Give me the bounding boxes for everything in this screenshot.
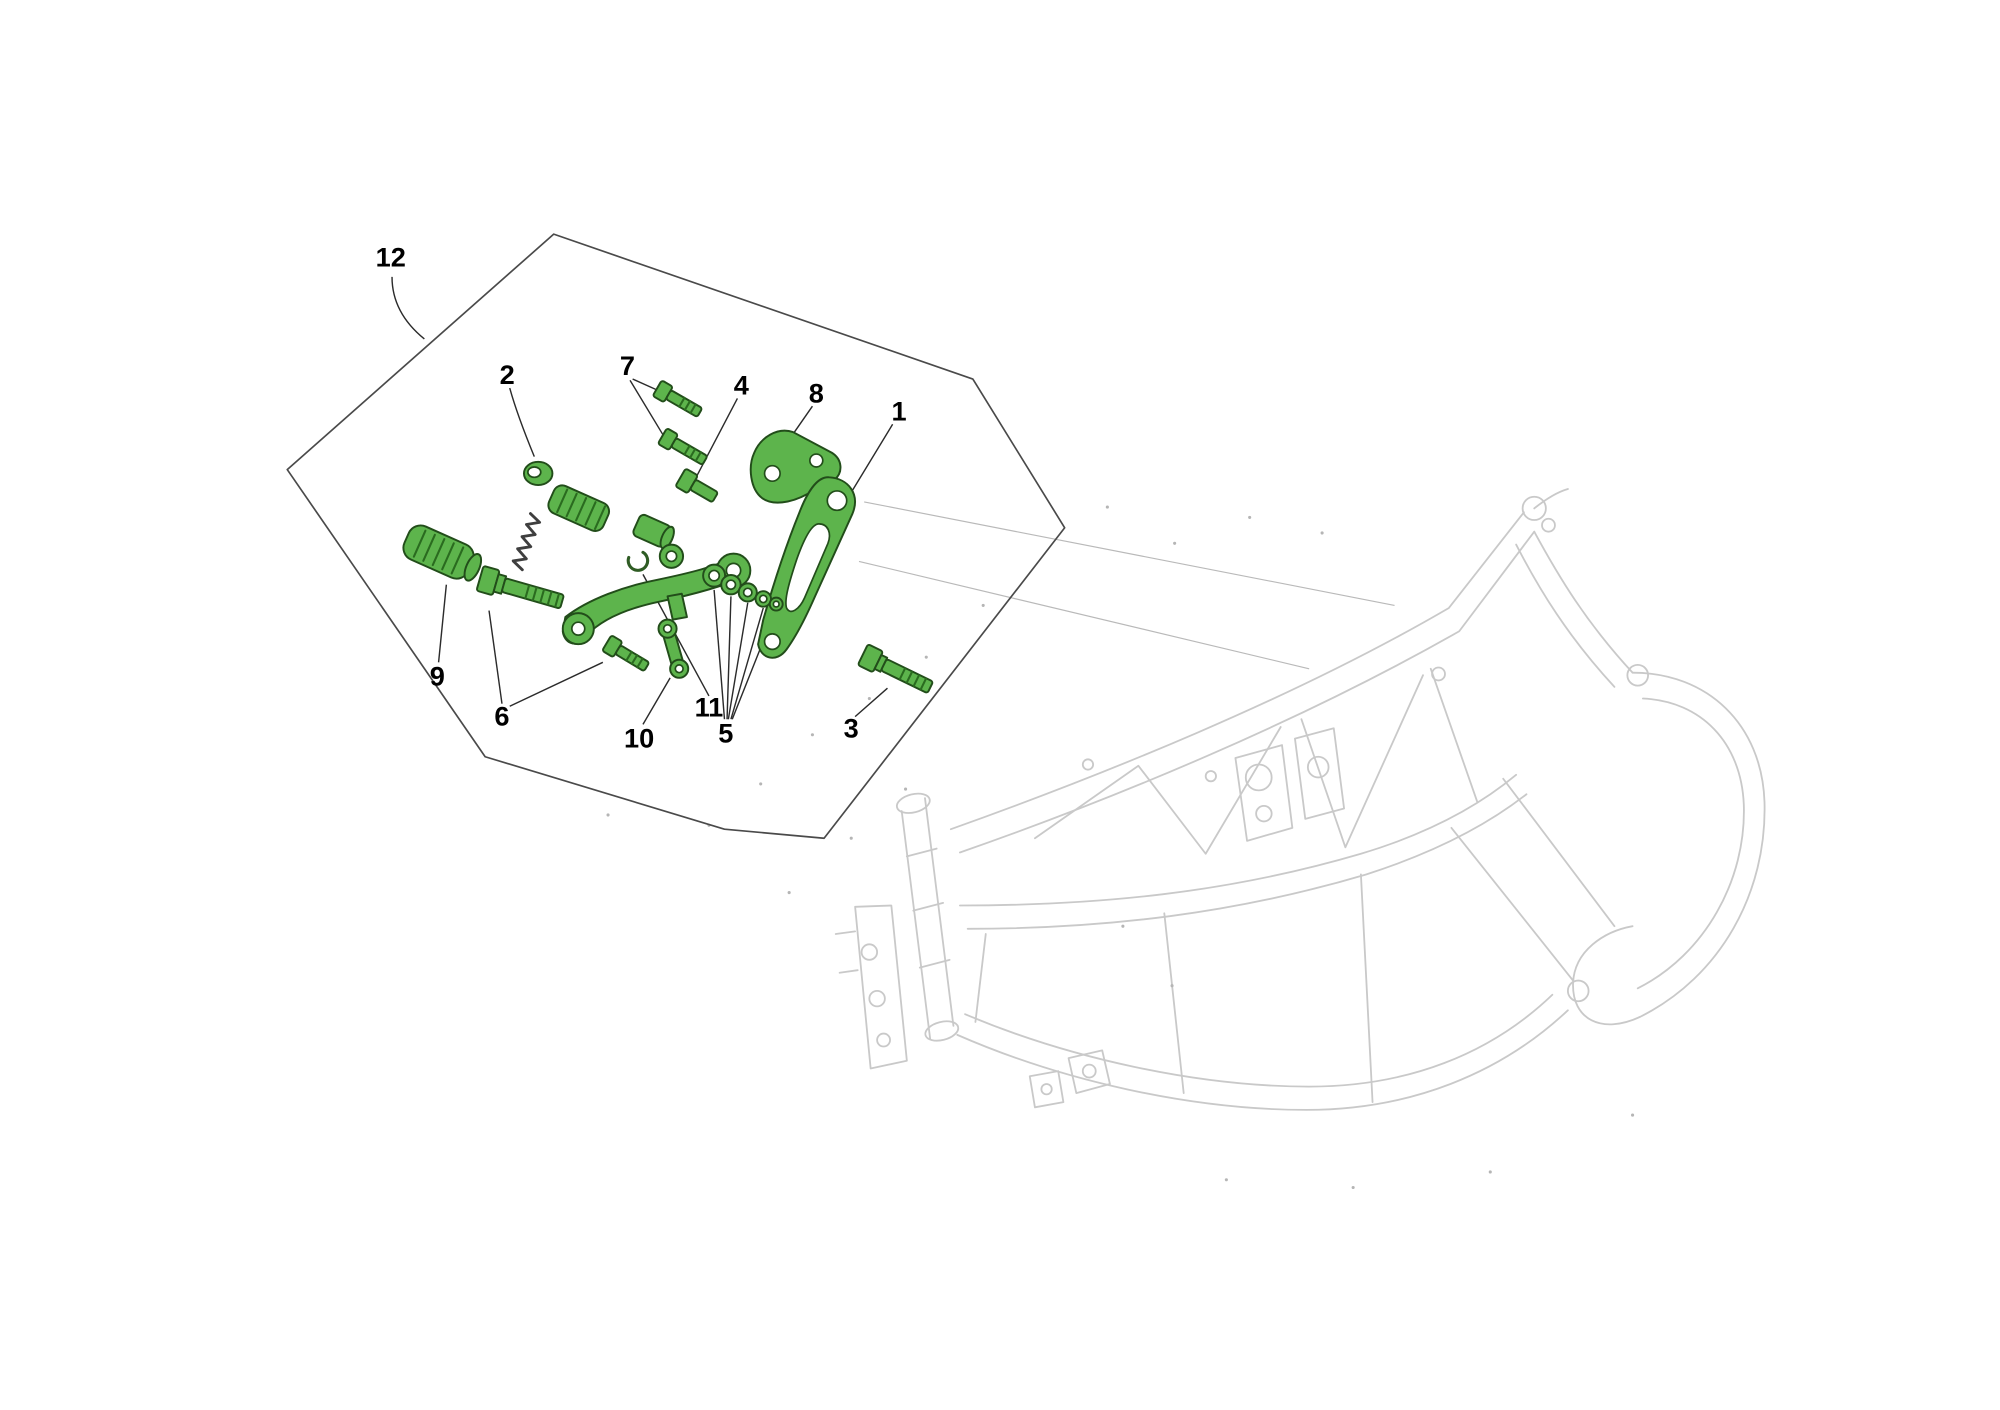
part-label-7: 7 <box>620 350 635 381</box>
part-label-10: 10 <box>624 723 654 754</box>
part-5-washer-stack <box>702 563 784 612</box>
part-7-bolt-b <box>657 428 708 466</box>
part-6-bolt <box>476 565 565 609</box>
leader-lines <box>391 276 894 725</box>
part-1-footrest-bracket <box>757 476 856 659</box>
part-label-2: 2 <box>500 359 515 390</box>
part-9-footpeg <box>402 524 483 582</box>
part-labels: 1 2 3 4 5 6 7 8 9 10 11 12 <box>376 241 907 753</box>
footrest-lever-arm <box>561 552 752 646</box>
part-10-link-rod <box>657 618 690 679</box>
part-6-bolt-small <box>602 635 650 672</box>
part-3-bolt <box>857 643 934 694</box>
part-label-6: 6 <box>494 701 509 732</box>
speck-dots <box>606 505 1635 1190</box>
part-label-11: 11 <box>695 692 724 723</box>
part-label-5: 5 <box>718 718 733 749</box>
peg-holder-sleeve <box>547 484 611 532</box>
highlighted-parts <box>402 380 934 694</box>
part-label-9: 9 <box>430 661 445 692</box>
part-label-1: 1 <box>892 395 907 426</box>
part-label-12: 12 <box>376 241 406 272</box>
part-label-8: 8 <box>809 377 824 408</box>
part-11-circlip <box>626 550 650 572</box>
part-4-bolt <box>675 468 719 503</box>
part-label-4: 4 <box>734 370 749 401</box>
callout-boundary <box>286 233 1066 840</box>
frame-background-art <box>606 488 1766 1190</box>
part-2-end-cap <box>522 460 554 487</box>
part-7-bolt-a <box>652 380 703 418</box>
return-spring <box>511 512 542 572</box>
pivot-sleeve <box>632 513 685 569</box>
part-label-3: 3 <box>844 712 859 743</box>
